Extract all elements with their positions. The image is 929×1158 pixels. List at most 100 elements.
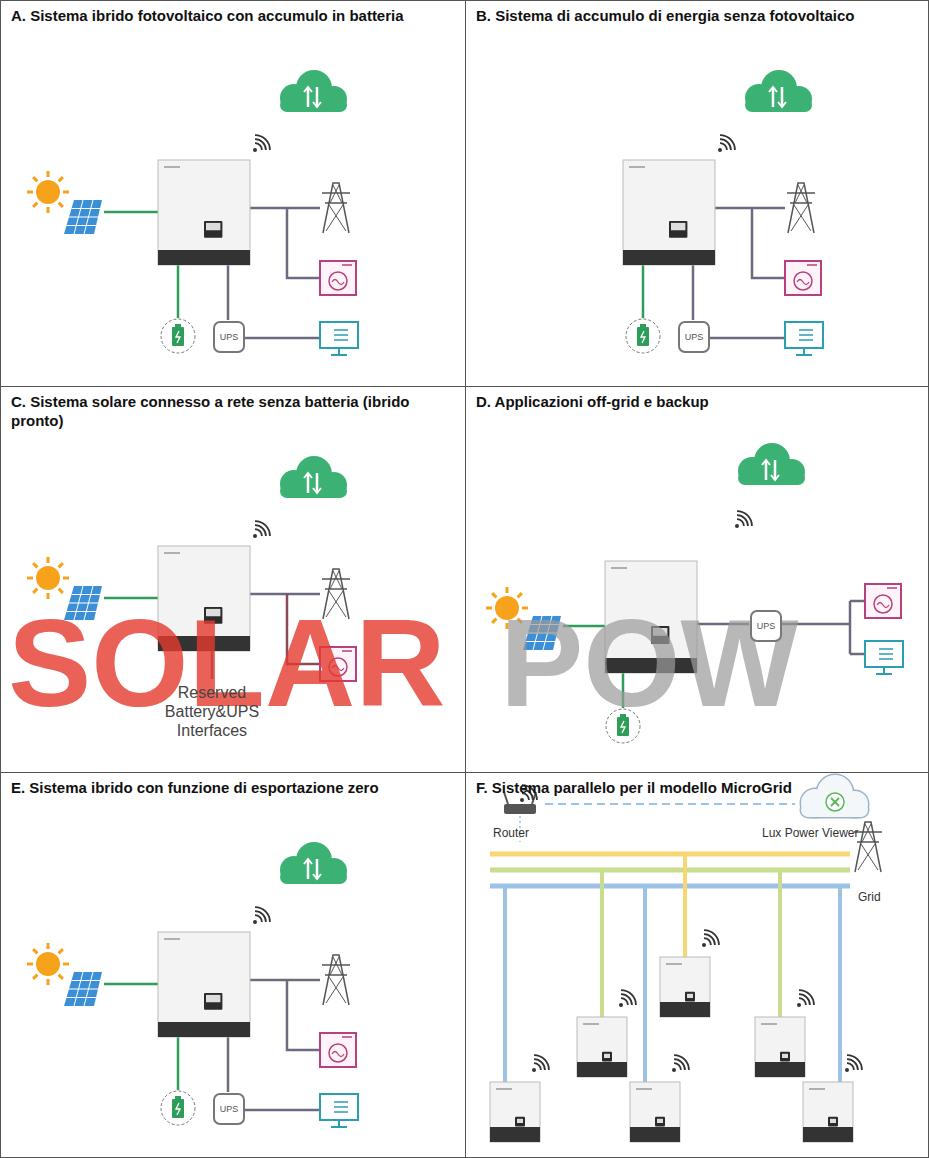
cloud-icon: [801, 775, 868, 817]
wire: [307, 859, 310, 879]
wire: [104, 983, 158, 986]
wire: [334, 1106, 348, 1108]
panel-illustration: [27, 842, 358, 1127]
grid-label: Grid: [858, 890, 881, 904]
wifi-icon: [718, 134, 736, 152]
wire: [850, 653, 865, 656]
wire: [323, 955, 349, 1005]
wire: [831, 798, 839, 806]
pv-panel-icon: [64, 972, 102, 1006]
load-icon: [320, 261, 356, 295]
wire: [67, 997, 97, 998]
wire: [331, 354, 347, 356]
wire: [72, 208, 101, 209]
wire: [692, 265, 695, 320]
wire: [879, 658, 893, 660]
wire: [643, 886, 647, 1082]
wire: [334, 334, 348, 336]
ups-label: UPS: [220, 332, 239, 342]
load-icon: [865, 584, 901, 618]
ups-box: UPS: [213, 1093, 245, 1125]
wire: [164, 938, 180, 940]
wire: [879, 648, 893, 650]
inverter-icon: [660, 957, 710, 1017]
wire: [104, 597, 158, 600]
wire: [329, 977, 346, 1003]
battery-icon: [626, 319, 660, 353]
wire: [74, 200, 83, 234]
wire: [778, 870, 782, 1017]
grid-tower-icon: [322, 183, 350, 233]
wire: [752, 208, 785, 278]
sun-icon: [27, 943, 69, 985]
wire: [72, 980, 101, 981]
wire: [334, 329, 348, 331]
wire: [313, 102, 321, 107]
wire: [330, 185, 339, 203]
wire: [887, 587, 897, 589]
wire: [490, 868, 850, 873]
panel-title: F. Sistema parallelo per il modello Micr…: [466, 773, 916, 804]
wire: [74, 972, 83, 1006]
ups-box: UPS: [678, 321, 710, 353]
wire: [771, 475, 779, 480]
wire: [583, 1023, 599, 1025]
system-panel: F. Sistema parallelo per il modello Micr…: [465, 772, 929, 1158]
wire: [316, 473, 319, 493]
panel-title: B. Sistema di accumulo di energia senza …: [466, 1, 916, 32]
wire: [325, 974, 347, 976]
wire: [244, 337, 320, 340]
wire: [545, 803, 795, 805]
wire: [177, 1037, 180, 1090]
wire: [304, 859, 312, 864]
wire: [316, 859, 319, 879]
wire: [307, 87, 310, 107]
wire: [322, 964, 350, 966]
wire: [325, 202, 347, 204]
monitor-icon: [865, 641, 903, 674]
wire: [636, 1088, 652, 1090]
ups-label: UPS: [220, 1104, 239, 1114]
wire: [84, 200, 93, 234]
wire: [883, 667, 885, 673]
wifi-icon: [253, 520, 271, 538]
cloud-icon: [280, 70, 347, 112]
panel-illustration: [27, 70, 358, 355]
wire: [325, 588, 347, 590]
wire: [788, 183, 814, 233]
inverter-icon: [630, 1082, 680, 1142]
wire: [329, 205, 346, 231]
wire: [838, 886, 842, 1082]
wire: [176, 331, 180, 343]
panel-title: C. Sistema solare connesso a rete senza …: [1, 387, 451, 437]
wire: [227, 1037, 230, 1092]
wire: [313, 488, 321, 493]
wifi-icon: [845, 1054, 863, 1072]
inverter-icon: [623, 160, 715, 265]
wire: [709, 337, 785, 340]
wire: [855, 822, 881, 872]
wire: [781, 87, 784, 107]
wire: [809, 1088, 825, 1090]
wire: [799, 339, 813, 341]
monitor-icon: [320, 322, 358, 355]
wire: [762, 460, 770, 465]
cloud-icon: [745, 70, 812, 112]
wire: [796, 354, 812, 356]
wifi-icon: [702, 929, 720, 947]
wire: [326, 977, 343, 1003]
system-panel: A. Sistema ibrido fotovoltaico con accum…: [0, 0, 466, 387]
wire: [227, 265, 230, 320]
wire: [334, 1111, 348, 1113]
wire: [803, 348, 805, 354]
wire: [683, 854, 687, 957]
wifi-icon: [619, 989, 637, 1007]
wire: [799, 334, 813, 336]
wire: [611, 567, 627, 569]
wire: [307, 473, 310, 493]
grid-tower-icon: [322, 955, 350, 1005]
wire: [69, 989, 98, 990]
wifi-icon: [253, 134, 271, 152]
wire: [313, 874, 321, 879]
wire: [250, 593, 320, 596]
